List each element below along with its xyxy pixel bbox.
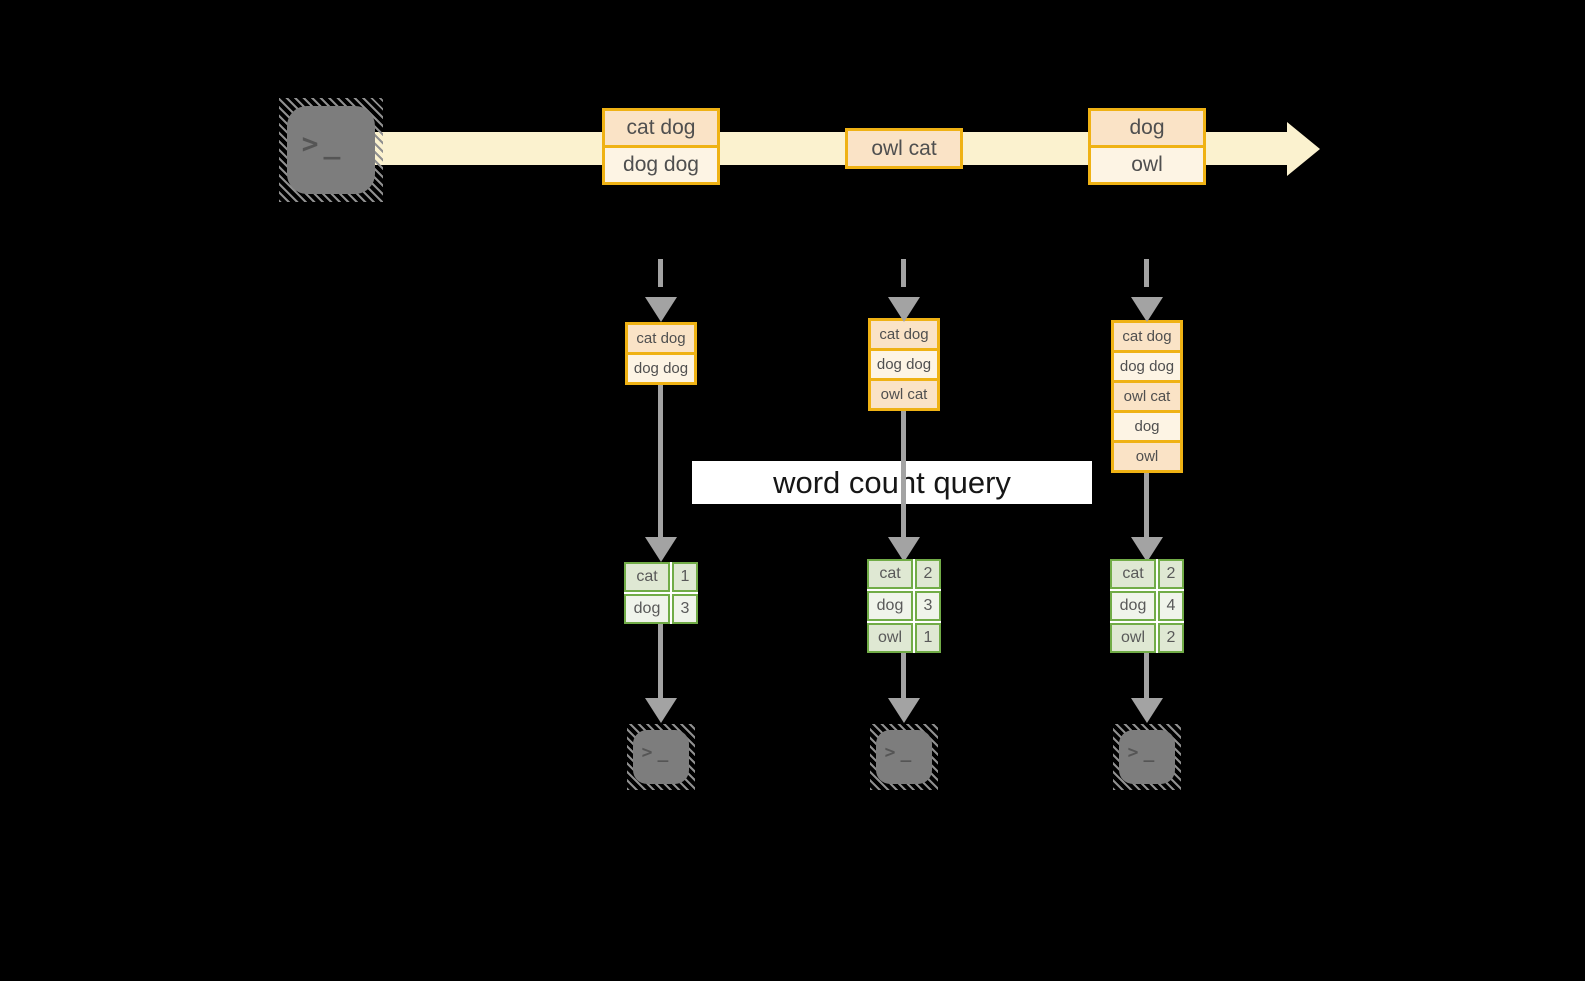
count-word: dog: [624, 594, 670, 624]
accumulated-state-3: cat dog dog dog owl cat dog owl: [1111, 320, 1183, 473]
sink-arrow-1-segment: [658, 624, 663, 698]
sink-terminal-3-icon: > _: [1113, 724, 1181, 790]
count-table-3: cat 2 dog 4 owl 2: [1110, 559, 1184, 653]
state-line: cat dog: [1111, 320, 1183, 353]
terminal-screen: > _: [1119, 730, 1175, 784]
query-arrow-3-segment: [1144, 473, 1149, 538]
terminal-screen: > _: [633, 730, 689, 784]
sink-arrow-2-head-icon: [888, 698, 920, 723]
dashed-arrow-2-segment: [901, 259, 906, 287]
state-line: cat dog: [868, 318, 940, 351]
state-line: dog: [1111, 410, 1183, 443]
accumulated-state-1: cat dog dog dog: [625, 322, 697, 385]
dashed-arrow-2-head-icon: [888, 297, 920, 322]
terminal-screen: > _: [876, 730, 932, 784]
sink-arrow-3-segment: [1144, 653, 1149, 698]
state-line: cat dog: [625, 322, 697, 355]
query-arrow-1-head-icon: [645, 537, 677, 562]
count-word: cat: [867, 559, 913, 589]
sink-arrow-1-head-icon: [645, 698, 677, 723]
state-line: dog dog: [625, 352, 697, 385]
sink-arrow-3-head-icon: [1131, 698, 1163, 723]
count-value: 3: [672, 594, 698, 624]
sink-arrow-2-segment: [901, 653, 906, 698]
terminal-prompt-icon: > _: [302, 127, 341, 160]
count-word: cat: [1110, 559, 1156, 589]
count-value: 1: [915, 623, 941, 653]
count-value: 3: [915, 591, 941, 621]
prompt-cursor: _: [900, 741, 912, 763]
count-value: 1: [672, 562, 698, 592]
terminal-screen: > _: [287, 106, 375, 194]
state-line: owl: [1111, 440, 1183, 473]
terminal-prompt-icon: > _: [885, 742, 912, 763]
count-word: owl: [867, 623, 913, 653]
sink-terminal-1-icon: > _: [627, 724, 695, 790]
batch-line: cat dog: [602, 108, 720, 148]
prompt-chevron: >: [641, 741, 653, 763]
dashed-arrow-1-head-icon: [645, 297, 677, 322]
count-word: dog: [867, 591, 913, 621]
terminal-prompt-icon: > _: [642, 742, 669, 763]
sink-terminal-2-icon: > _: [870, 724, 938, 790]
prompt-chevron: >: [301, 126, 319, 160]
batch-line: dog: [1088, 108, 1206, 148]
word-count-query-label: word count query: [692, 461, 1092, 504]
count-value: 4: [1158, 591, 1184, 621]
prompt-chevron: >: [1127, 741, 1139, 763]
terminal-prompt-icon: > _: [1128, 742, 1155, 763]
dashed-arrow-1-segment: [658, 259, 663, 287]
state-line: dog dog: [868, 348, 940, 381]
batch-line: owl: [1088, 145, 1206, 185]
stream-batch-1: cat dog dog dog: [602, 108, 720, 185]
prompt-cursor: _: [1143, 741, 1155, 763]
count-table-1: cat 1 dog 3: [624, 562, 698, 624]
source-terminal-icon: > _: [279, 98, 383, 202]
prompt-cursor: _: [323, 126, 341, 160]
prompt-chevron: >: [884, 741, 896, 763]
count-word: owl: [1110, 623, 1156, 653]
count-table-2: cat 2 dog 3 owl 1: [867, 559, 941, 653]
count-value: 2: [915, 559, 941, 589]
accumulated-state-2: cat dog dog dog owl cat: [868, 318, 940, 411]
dashed-arrow-3-head-icon: [1131, 297, 1163, 322]
batch-line: owl cat: [845, 128, 963, 169]
count-word: dog: [1110, 591, 1156, 621]
query-arrow-2-head-icon: [888, 537, 920, 562]
query-arrow-3-head-icon: [1131, 537, 1163, 562]
stream-batch-3: dog owl: [1088, 108, 1206, 185]
count-value: 2: [1158, 623, 1184, 653]
stream-arrowhead-icon: [1287, 122, 1320, 176]
prompt-cursor: _: [657, 741, 669, 763]
state-line: owl cat: [1111, 380, 1183, 413]
query-arrow-2-segment: [901, 411, 906, 538]
count-value: 2: [1158, 559, 1184, 589]
state-line: owl cat: [868, 378, 940, 411]
count-word: cat: [624, 562, 670, 592]
dashed-arrow-3-segment: [1144, 259, 1149, 287]
query-arrow-1-segment: [658, 385, 663, 538]
batch-line: dog dog: [602, 145, 720, 185]
stream-batch-2: owl cat: [845, 128, 963, 169]
state-line: dog dog: [1111, 350, 1183, 383]
